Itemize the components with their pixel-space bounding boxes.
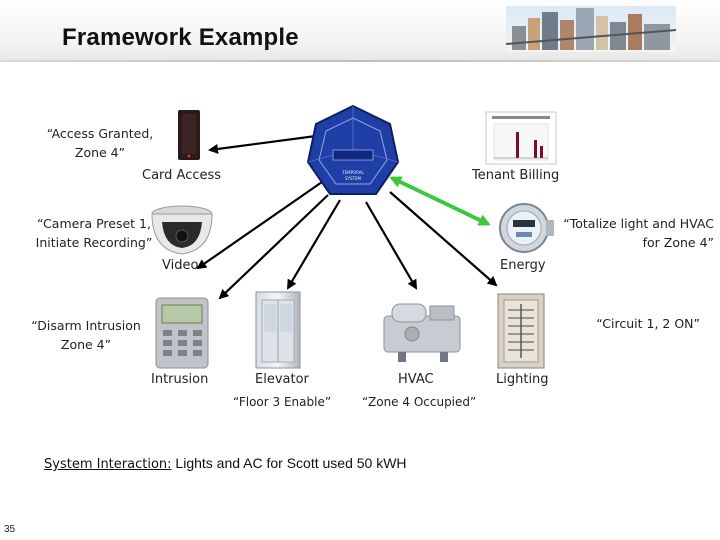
skyline-image: [505, 6, 677, 52]
hvac-label: HVAC: [398, 372, 434, 387]
card-access-label: Card Access: [142, 168, 222, 183]
system-interaction-summary: System Interaction: Lights and AC for Sc…: [44, 455, 407, 472]
hub-text-line-1: TEMPORAL: [341, 170, 364, 175]
card-reader-image: [178, 110, 200, 160]
hub-text-line-2: SYSTEM: [345, 176, 361, 181]
intrusion-label: Intrusion: [151, 372, 209, 387]
dome-camera-image: [151, 205, 213, 255]
energy-message: “Totalize light and HVAC for Zone 4”: [563, 216, 714, 250]
header-divider: [0, 60, 720, 62]
page-number: 35: [4, 524, 16, 535]
lighting-label: Lighting: [496, 372, 549, 387]
video-message: “Camera Preset 1, Initiate Recording”: [35, 216, 153, 250]
hvac-command: “Zone 4 Occupied”: [362, 395, 477, 409]
tenant-billing-label: Tenant Billing: [472, 168, 560, 183]
intrusion-message: “Disarm Intrusion Zone 4”: [31, 318, 141, 352]
elevator-label: Elevator: [255, 372, 309, 387]
video-label: Video: [162, 258, 199, 273]
card-access-message: “Access Granted, Zone 4”: [46, 126, 154, 160]
system-interaction-prefix: System Interaction:: [44, 457, 172, 472]
arrow-video: [196, 181, 323, 270]
arrow-elevator: [286, 199, 341, 290]
system-interaction-text: Lights and AC for Scott used 50 kWH: [175, 455, 407, 471]
lighting-panel-image: [497, 293, 545, 369]
arrow-card-access: [208, 134, 317, 154]
arrow-hvac: [365, 201, 418, 290]
page-title: Framework Example: [62, 24, 299, 51]
elevator-image: [255, 291, 301, 369]
framework-hub-icon: [306, 104, 400, 195]
energy-meter-image: [499, 203, 554, 253]
elevator-command: “Floor 3 Enable”: [233, 395, 332, 409]
intrusion-keypad-image: [155, 297, 209, 369]
arrow-energy-highlight: [389, 176, 491, 226]
energy-label: Energy: [500, 258, 546, 273]
lighting-message: “Circuit 1, 2 ON”: [596, 316, 700, 331]
connection-arrows: [196, 134, 498, 300]
hvac-chiller-image: [383, 303, 461, 362]
billing-report-image: [485, 111, 557, 165]
arrow-intrusion: [218, 194, 329, 300]
